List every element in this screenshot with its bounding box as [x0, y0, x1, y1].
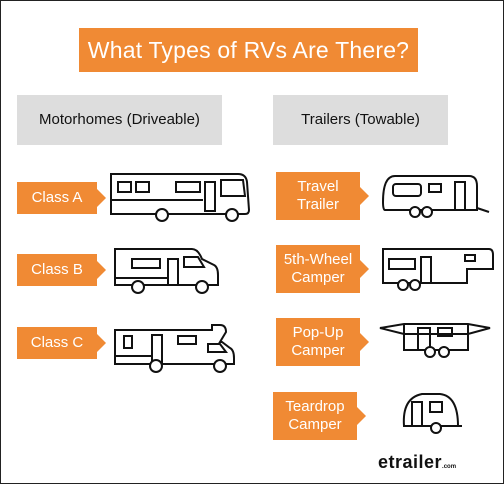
brand-name: etrailer — [378, 452, 443, 472]
class-b-motorhome-icon — [112, 245, 222, 297]
class-b-label: Class B — [17, 254, 106, 286]
teardrop-camper-label: Teardrop Camper — [273, 392, 366, 440]
class-c-label: Class C — [17, 327, 106, 359]
class-a-label-text: Class A — [31, 189, 83, 206]
etrailer-logo: etrailer.com — [378, 452, 456, 473]
travel-trailer-label-text: Travel Trailer — [297, 178, 339, 213]
pop-up-camper-icon — [378, 318, 493, 366]
teardrop-camper-label-text: Teardrop Camper — [285, 398, 345, 433]
motorhomes-column-header: Motorhomes (Driveable) — [17, 95, 222, 145]
fifth-wheel-camper-icon — [381, 245, 496, 297]
travel-trailer-icon — [381, 172, 493, 224]
teardrop-camper-icon — [400, 388, 465, 436]
fifth-wheel-label: 5th-Wheel Camper — [276, 245, 369, 293]
class-a-motorhome-icon — [108, 170, 253, 225]
pop-up-camper-label: Pop-Up Camper — [276, 318, 369, 366]
title-banner: What Types of RVs Are There? — [79, 28, 418, 72]
class-c-label-text: Class C — [30, 334, 84, 351]
pop-up-camper-label-text: Pop-Up Camper — [291, 324, 345, 359]
class-c-motorhome-icon — [112, 322, 240, 374]
travel-trailer-label: Travel Trailer — [276, 172, 369, 220]
class-a-label: Class A — [17, 182, 106, 214]
class-b-label-text: Class B — [31, 261, 83, 278]
fifth-wheel-label-text: 5th-Wheel Camper — [283, 251, 353, 286]
trailers-column-header: Trailers (Towable) — [273, 95, 448, 145]
brand-suffix: .com — [442, 464, 457, 470]
